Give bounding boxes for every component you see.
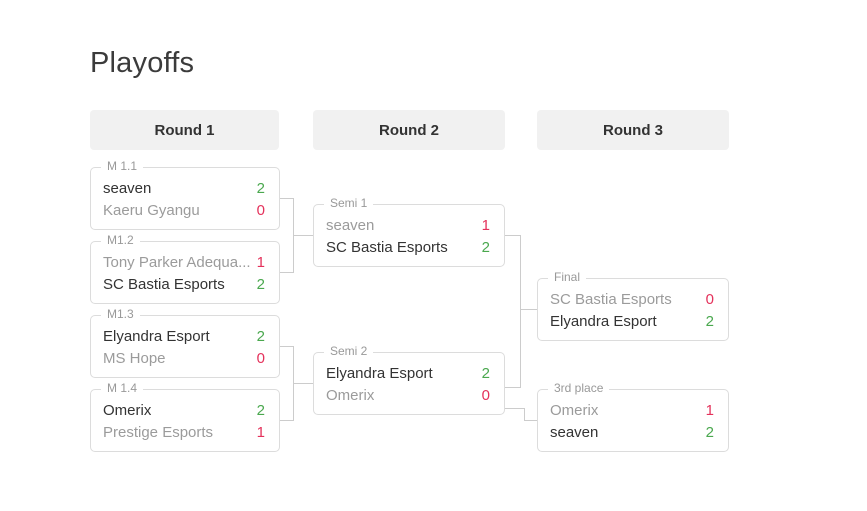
team-score: 2 [256,402,265,419]
bracket-connector [520,235,521,388]
team-score: 2 [481,239,490,256]
team-name: Elyandra Esport [550,313,657,330]
match-final[interactable]: Final SC Bastia Esports 0 Elyandra Espor… [537,270,729,341]
bracket-connector [280,198,293,199]
team-score: 0 [256,202,265,219]
team-name: seaven [550,424,599,441]
team-name: Elyandra Esport [103,328,210,345]
match-row: Prestige Esports 1 [91,422,279,444]
match-label: M1.2 [101,233,140,247]
team-score: 1 [256,254,265,271]
team-name: Tony Parker Adequa... [103,254,251,271]
page-title: Playoffs [90,47,195,80]
bracket-connector [524,420,537,421]
match-semi-1[interactable]: Semi 1 seaven 1 SC Bastia Esports 2 [313,196,505,267]
team-score: 1 [481,217,490,234]
team-name: seaven [103,180,152,197]
bracket-connector [505,387,520,388]
bracket-connector [293,383,313,384]
team-score: 2 [256,276,265,293]
team-name: Omerix [550,402,599,419]
match-row: Elyandra Esport 2 [91,326,279,348]
match-m1-2[interactable]: M1.2 Tony Parker Adequa... 1 SC Bastia E… [90,233,280,304]
match-row: seaven 2 [538,422,728,444]
team-name: Omerix [103,402,152,419]
team-score: 2 [705,313,714,330]
bracket-connector [505,235,520,236]
match-row: SC Bastia Esports 2 [91,274,279,296]
match-label: Semi 1 [324,196,374,210]
team-score: 2 [705,424,714,441]
team-name: SC Bastia Esports [103,276,225,293]
bracket-connector [520,309,537,310]
round-header-1: Round 1 [90,110,279,150]
team-name: Prestige Esports [103,424,214,441]
match-label: Semi 2 [324,344,374,358]
match-row: Omerix 2 [91,400,279,422]
match-3rd-place[interactable]: 3rd place Omerix 1 seaven 2 [537,381,729,452]
bracket-connector [280,272,293,273]
team-score: 2 [256,180,265,197]
match-row: seaven 2 [91,178,279,200]
team-score: 0 [256,350,265,367]
match-semi-2[interactable]: Semi 2 Elyandra Esport 2 Omerix 0 [313,344,505,415]
match-row: SC Bastia Esports 2 [314,237,504,259]
match-row: seaven 1 [314,215,504,237]
match-label: Final [548,270,587,284]
round-header-2: Round 2 [313,110,505,150]
bracket-connector [280,346,293,347]
match-row: MS Hope 0 [91,348,279,370]
round-header-3: Round 3 [537,110,729,150]
team-score: 1 [256,424,265,441]
team-name: Omerix [326,387,375,404]
match-row: Omerix 0 [314,385,504,407]
team-name: seaven [326,217,375,234]
match-row: Elyandra Esport 2 [314,363,504,385]
team-name: SC Bastia Esports [550,291,672,308]
match-row: Omerix 1 [538,400,728,422]
match-m1-3[interactable]: M1.3 Elyandra Esport 2 MS Hope 0 [90,307,280,378]
bracket-connector [293,235,313,236]
match-row: Elyandra Esport 2 [538,311,728,333]
match-row: Tony Parker Adequa... 1 [91,252,279,274]
team-score: 2 [256,328,265,345]
team-name: MS Hope [103,350,166,367]
team-name: SC Bastia Esports [326,239,448,256]
team-score: 2 [481,365,490,382]
match-row: Kaeru Gyangu 0 [91,200,279,222]
match-label: M1.3 [101,307,140,321]
team-score: 0 [481,387,490,404]
bracket-connector [280,420,293,421]
match-m1-1[interactable]: M 1.1 seaven 2 Kaeru Gyangu 0 [90,159,280,230]
bracket-connector [505,408,524,409]
match-label: 3rd place [548,381,610,395]
match-label: M 1.1 [101,159,144,173]
match-label: M 1.4 [101,381,144,395]
team-name: Elyandra Esport [326,365,433,382]
match-row: SC Bastia Esports 0 [538,289,728,311]
team-name: Kaeru Gyangu [103,202,200,219]
team-score: 1 [705,402,714,419]
team-score: 0 [705,291,714,308]
bracket-connector [524,408,525,421]
match-m1-4[interactable]: M 1.4 Omerix 2 Prestige Esports 1 [90,381,280,452]
